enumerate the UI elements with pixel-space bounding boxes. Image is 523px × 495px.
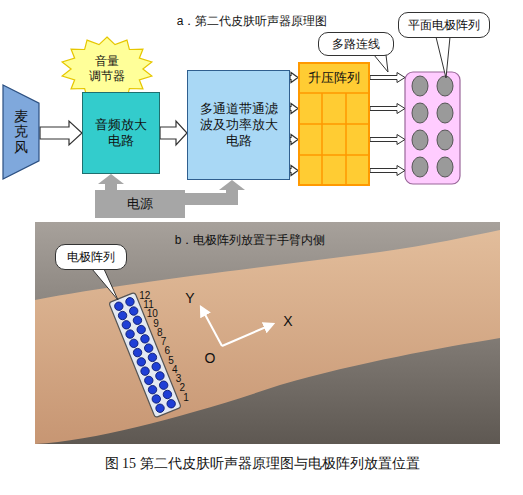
connector <box>290 135 298 145</box>
electrode-dot <box>140 366 151 377</box>
electrode-dot <box>132 315 143 326</box>
callout-bubble: 电极阵列 <box>55 244 127 270</box>
block-arrow <box>290 104 298 114</box>
node-text: 音量 调节器 <box>82 54 132 84</box>
wire-arrows <box>370 73 405 176</box>
connector <box>40 121 82 145</box>
axis-line <box>201 307 222 346</box>
callout-number: 1 <box>183 392 189 404</box>
electrode-dot <box>155 403 166 414</box>
electrode-dot <box>128 306 139 317</box>
electrode-dot <box>113 301 124 312</box>
connector <box>290 104 298 114</box>
electrode-dot <box>121 319 132 330</box>
grid-line <box>321 93 323 186</box>
connector <box>290 73 298 83</box>
block-arrow <box>40 121 82 145</box>
electrode-dot <box>128 338 139 349</box>
power-box: 电源 <box>95 190 185 218</box>
callout-bubble: 平面电极阵列 <box>398 12 490 38</box>
node-text: 麦克风 <box>14 109 28 155</box>
grid-line <box>298 154 370 156</box>
callout-tail <box>374 55 388 72</box>
wire-arrow <box>370 104 405 114</box>
panel-title: a．第二代皮肤听声器原理图 <box>177 14 328 28</box>
axis-line <box>222 324 273 346</box>
block-arrow <box>290 73 298 83</box>
node-shape <box>3 85 39 179</box>
photo-background <box>35 222 500 444</box>
node-text: 多通道带通滤 波及功率放大 电路 <box>197 101 281 150</box>
electrode-dot <box>143 343 154 354</box>
power-arrow-head <box>219 180 245 190</box>
process-box: 音频放大 电路 <box>82 92 160 174</box>
electrode-dot <box>151 394 162 405</box>
electrode-dot <box>147 352 158 363</box>
electrode-dot <box>125 329 136 340</box>
connector <box>290 166 298 176</box>
wire-arrow <box>370 73 405 83</box>
electrode-pad <box>437 157 453 177</box>
electrode-pad <box>437 76 453 96</box>
electrode-dot <box>139 333 150 344</box>
axis-label: Y <box>185 290 194 307</box>
electrode-dot <box>136 356 147 367</box>
panel-title: b．电极阵列放置于手臂内侧 <box>175 233 326 247</box>
electrode-dot <box>136 324 147 335</box>
electrode-dot <box>124 296 135 307</box>
power-arrow-head <box>98 174 124 184</box>
wire-arrow <box>370 135 405 145</box>
callout-tail <box>436 37 450 78</box>
electrode-dot <box>154 370 165 381</box>
node-text: 电极阵列 <box>67 250 115 265</box>
axis-label: X <box>283 313 292 330</box>
callout-bubble: 多路连线 <box>318 32 394 56</box>
electrode-array-plate <box>405 72 460 184</box>
electrode-pad <box>412 103 428 123</box>
node-text: 平面电极阵列 <box>408 18 480 33</box>
grid-line <box>345 93 347 186</box>
grid-line <box>298 92 370 94</box>
forearm <box>35 230 500 444</box>
block-arrow <box>290 135 298 145</box>
electrode-pad <box>412 130 428 150</box>
electrode-dot <box>147 384 158 395</box>
electrode-dot <box>151 361 162 372</box>
grid-line <box>298 123 370 125</box>
booster-array: 升压阵列 <box>298 62 370 186</box>
node-text: 多路连线 <box>332 37 380 52</box>
power-arrow-shaft <box>185 190 232 199</box>
block-arrow <box>290 166 298 176</box>
electrode-dot <box>117 310 128 321</box>
electrode-dot <box>143 375 154 386</box>
figure-caption: 图 15 第二代皮肤听声器原理图与电极阵列放置位置 <box>105 456 420 473</box>
axis-label: O <box>205 350 216 367</box>
connector <box>98 174 124 190</box>
callout-tail <box>92 269 118 300</box>
node-text: 升压阵列 <box>308 70 360 86</box>
connector <box>160 121 187 145</box>
electrode-dot <box>158 380 169 391</box>
node-text: 音频放大 电路 <box>91 117 151 150</box>
electrode-pad <box>437 103 453 123</box>
electrode-pad <box>412 76 428 96</box>
electrode-strip-base <box>109 292 181 417</box>
electrode-dot <box>166 398 177 409</box>
wire-arrow <box>370 166 405 176</box>
microphone-shape: 麦克风 <box>2 84 40 180</box>
electrode-dot <box>162 389 173 400</box>
electrode-pad <box>437 130 453 150</box>
electrode-strip <box>109 292 181 417</box>
block-arrow <box>160 121 187 145</box>
electrode-pad <box>412 157 428 177</box>
electrode-pads <box>412 76 453 177</box>
node-text: 电源 <box>127 196 153 212</box>
connector <box>185 180 245 199</box>
process-box: 多通道带通滤 波及功率放大 电路 <box>187 70 290 180</box>
electrode-dot <box>132 347 143 358</box>
